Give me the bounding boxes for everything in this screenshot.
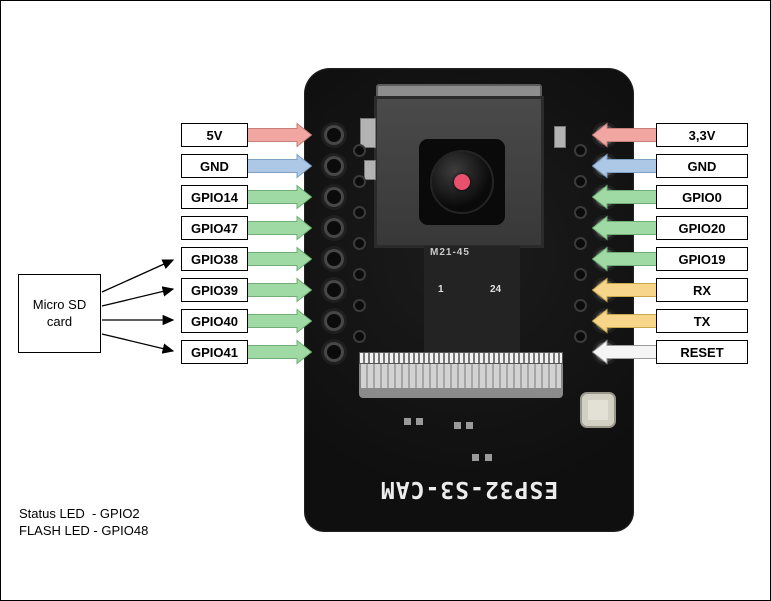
pin-hole — [576, 208, 585, 217]
pin-label: GPIO14 — [181, 185, 248, 209]
pin-row: GPIO20 — [1, 215, 770, 241]
pin-hole — [355, 239, 364, 248]
pin-arrow-icon — [591, 215, 657, 241]
pin-row: GPIO19 — [1, 246, 770, 272]
pin-hole — [355, 177, 364, 186]
pin-hole — [576, 146, 585, 155]
pin-arrow-icon — [591, 277, 657, 303]
pin-arrow-icon — [591, 246, 657, 272]
pin-hole — [355, 301, 364, 310]
pin-label: GPIO47 — [181, 216, 248, 240]
pin-hole — [327, 283, 341, 297]
pin-arrow-icon — [591, 339, 657, 365]
pin-hole — [327, 159, 341, 173]
pin-hole — [576, 270, 585, 279]
solder-pad — [485, 454, 492, 461]
solder-pad — [404, 418, 411, 425]
flash-led-note: FLASH LED - GPIO48 — [19, 523, 149, 538]
pin-row: TX — [1, 308, 770, 334]
smd-component — [554, 126, 566, 148]
pin-label: GPIO0 — [656, 185, 748, 209]
pin-arrow-icon — [247, 339, 313, 365]
pin-hole — [576, 177, 585, 186]
pin-label: RX — [656, 278, 748, 302]
pin-hole — [355, 208, 364, 217]
pin-row: GPIO40 — [1, 308, 770, 334]
pin-arrow-icon — [591, 153, 657, 179]
pin-arrow-icon — [247, 153, 313, 179]
pin-arrow-icon — [591, 184, 657, 210]
pin-hole — [576, 332, 585, 341]
pin-arrow-icon — [247, 308, 313, 334]
pin-hole — [355, 146, 364, 155]
pin-hole — [327, 252, 341, 266]
pin-label: GPIO19 — [656, 247, 748, 271]
camera-ribbon-cable — [424, 246, 520, 354]
pin-label: GPIO20 — [656, 216, 748, 240]
fpc-connector — [359, 352, 563, 398]
esp32-board: M21-45 1 24 ESP32-S3-CAM — [304, 68, 634, 532]
status-led-note: Status LED - GPIO2 — [19, 506, 140, 521]
camera-model-text: M21-45 — [430, 247, 470, 258]
pin-hole — [327, 314, 341, 328]
pin-arrow-icon — [247, 215, 313, 241]
solder-pad — [472, 454, 479, 461]
solder-pad — [466, 422, 473, 429]
camera-pin1-marking: 1 — [438, 284, 444, 295]
pin-row: GPIO47 — [1, 215, 770, 241]
pin-label: TX — [656, 309, 748, 333]
pin-hole — [355, 270, 364, 279]
pin-row: GPIO39 — [1, 277, 770, 303]
pin-arrow-icon — [247, 122, 313, 148]
pin-row: GPIO41 — [1, 339, 770, 365]
solder-pad — [416, 418, 423, 425]
pin-row: RX — [1, 277, 770, 303]
pin-label: GPIO38 — [181, 247, 248, 271]
fpc-contacts — [359, 352, 563, 364]
board-label: ESP32-S3-CAM — [379, 476, 559, 502]
pin-label: 3,3V — [656, 123, 748, 147]
pin-hole — [576, 301, 585, 310]
pin-row: GPIO0 — [1, 184, 770, 210]
pin-arrow-icon — [591, 308, 657, 334]
fpc-body — [359, 364, 563, 388]
pin-row: GPIO14 — [1, 184, 770, 210]
pin-row: GND — [1, 153, 770, 179]
pin-label: GPIO39 — [181, 278, 248, 302]
solder-pad — [454, 422, 461, 429]
camera-lens — [430, 150, 494, 214]
microsd-card-box: Micro SD card — [18, 274, 101, 353]
camera-lens-mount — [419, 139, 505, 225]
pin-row: GND — [1, 153, 770, 179]
pin-label: GPIO41 — [181, 340, 248, 364]
pin-arrow-icon — [247, 246, 313, 272]
pin-label: 5V — [181, 123, 248, 147]
pin-hole — [327, 128, 341, 142]
pin-hole — [327, 345, 341, 359]
pin-row: 3,3V — [1, 122, 770, 148]
camera-pin24-marking: 24 — [490, 284, 502, 295]
pin-row: GPIO38 — [1, 246, 770, 272]
pin-arrow-icon — [591, 122, 657, 148]
fpc-latch — [359, 388, 563, 398]
microsd-card-label: Micro SD card — [32, 297, 87, 329]
board-button — [580, 392, 616, 428]
pin-hole — [576, 239, 585, 248]
pin-arrow-icon — [247, 184, 313, 210]
pin-hole — [327, 190, 341, 204]
pin-row: 5V — [1, 122, 770, 148]
pin-hole — [327, 221, 341, 235]
smd-component — [364, 160, 376, 180]
smd-component — [360, 118, 376, 148]
pin-hole — [355, 332, 364, 341]
pin-row: RESET — [1, 339, 770, 365]
pin-label: RESET — [656, 340, 748, 364]
pin-arrow-icon — [247, 277, 313, 303]
camera-lens-center — [454, 174, 470, 190]
pin-label: GND — [181, 154, 248, 178]
pin-label: GPIO40 — [181, 309, 248, 333]
pin-label: GND — [656, 154, 748, 178]
